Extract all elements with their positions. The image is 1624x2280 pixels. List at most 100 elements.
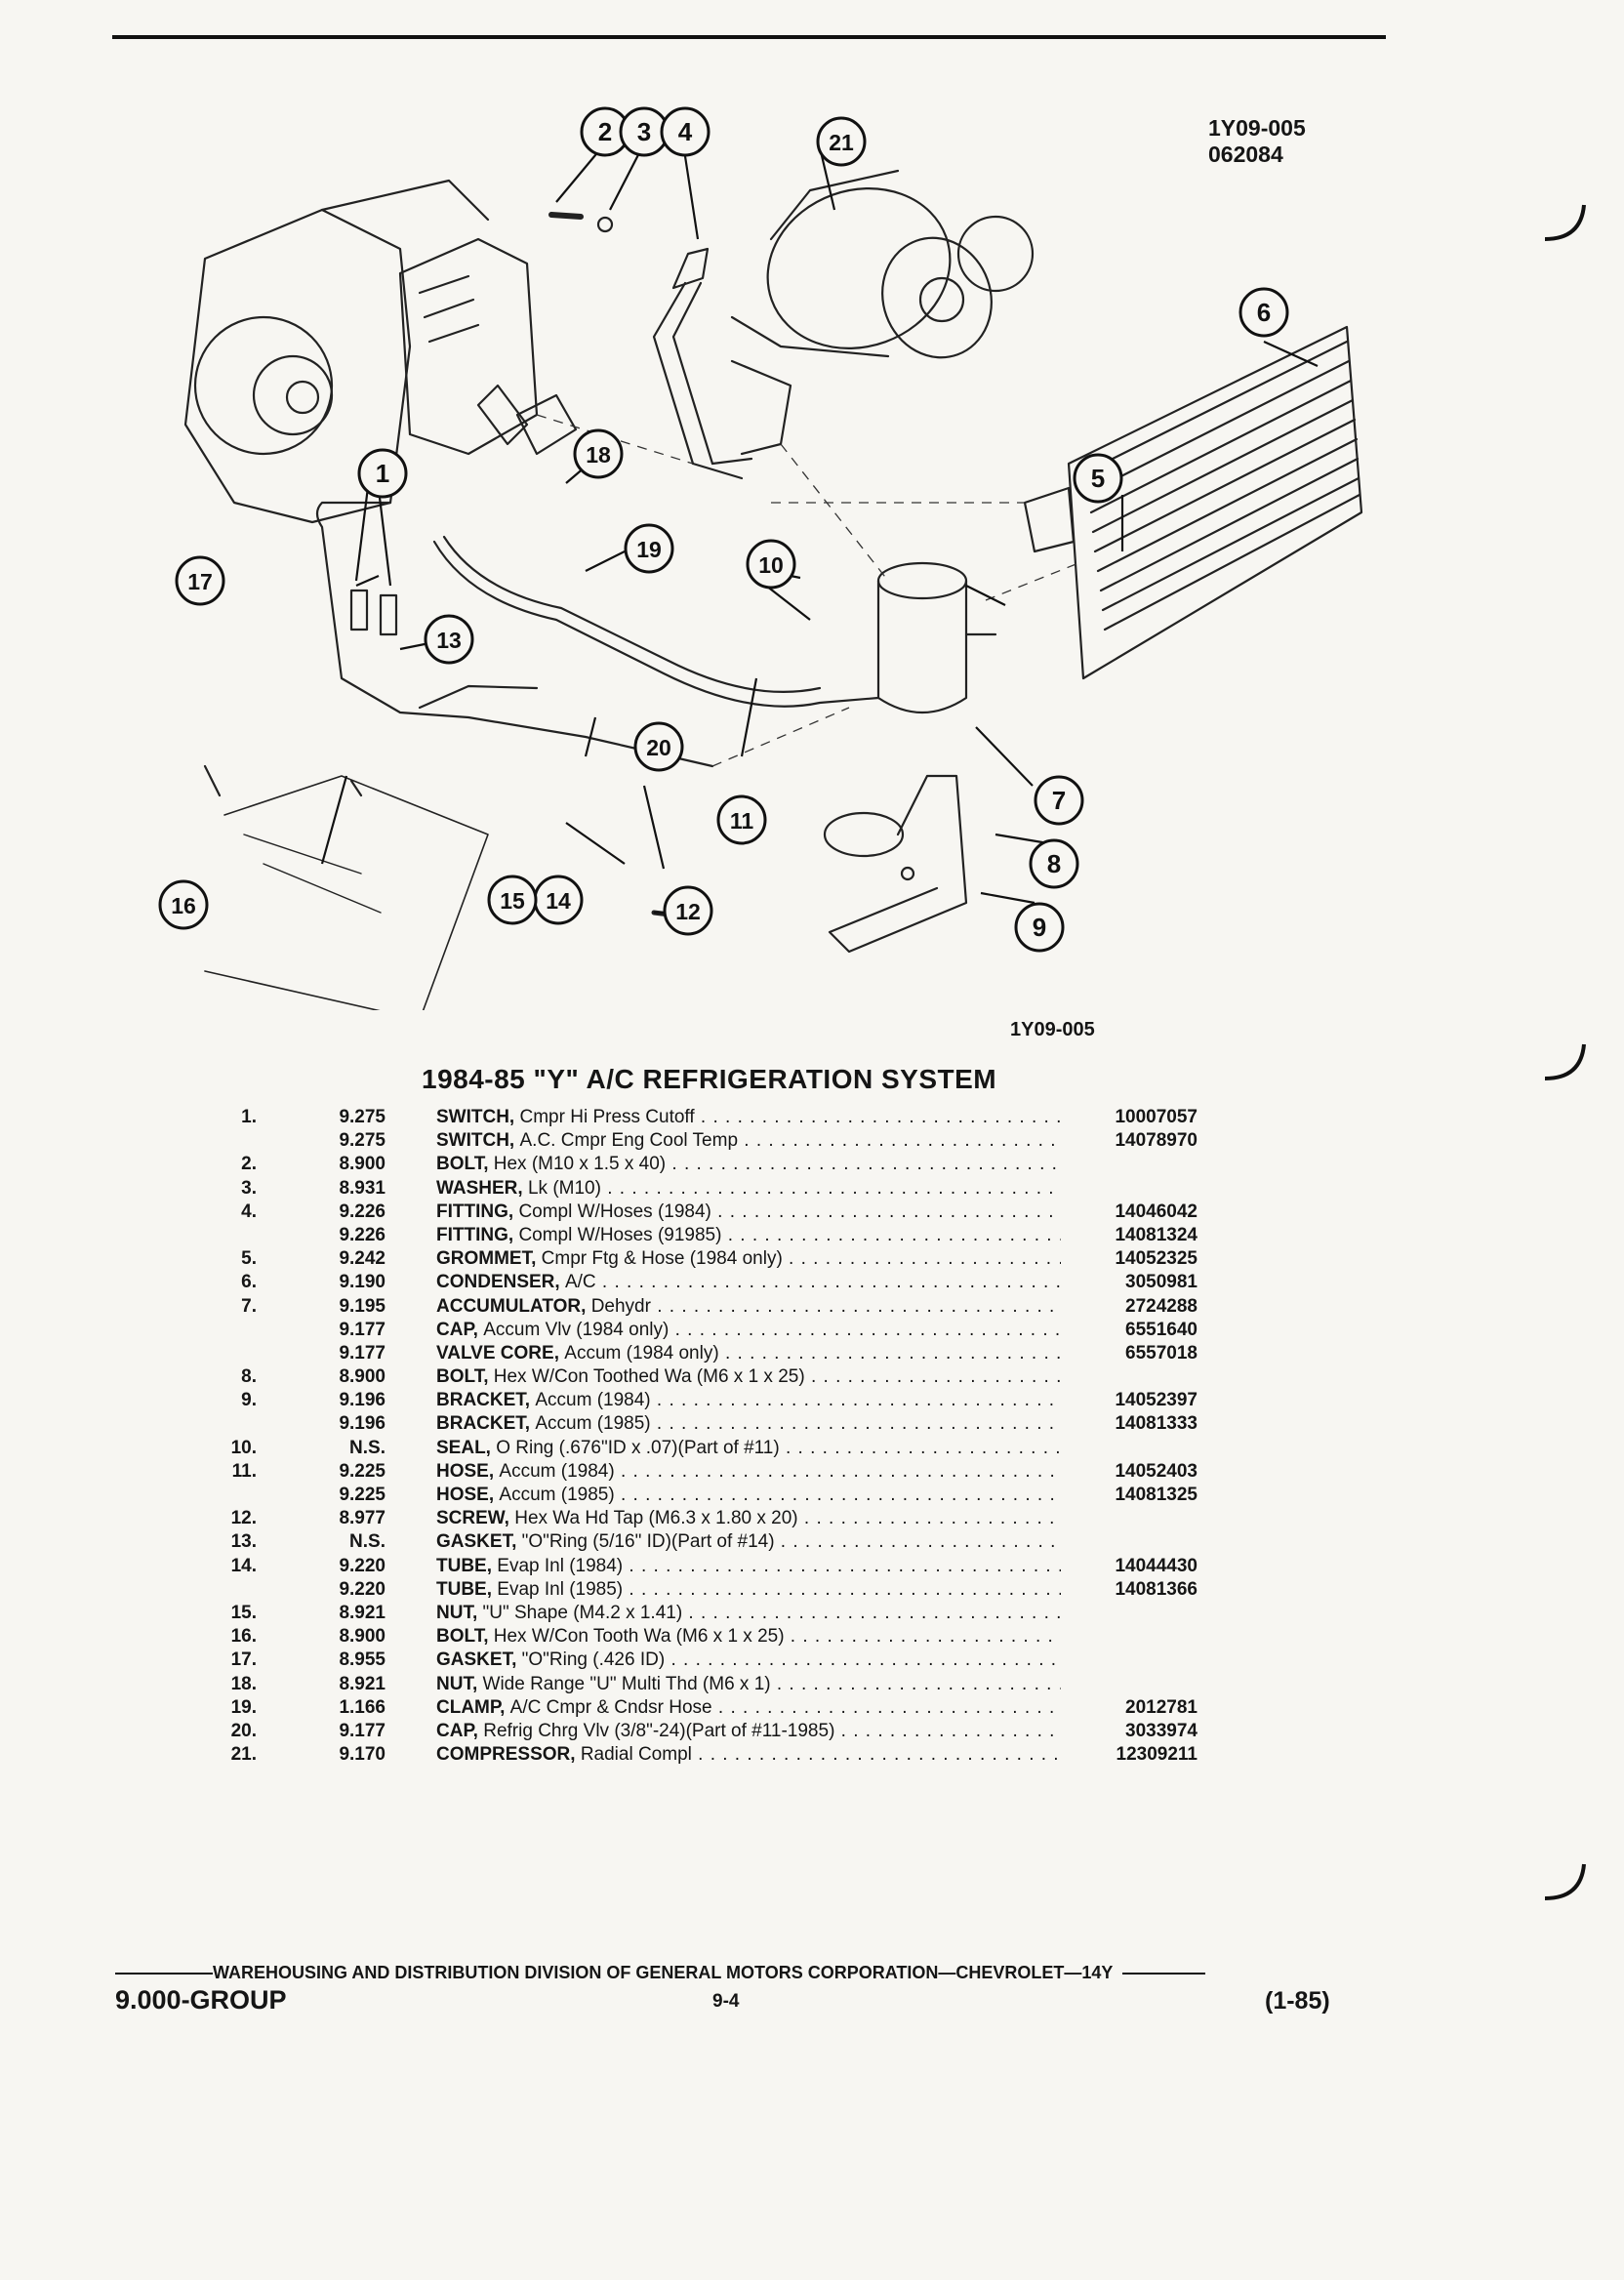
part-number: 14052403 — [1075, 1459, 1198, 1484]
part-detail: Hex W/Con Tooth Wa (M6 x 1 x 25) — [493, 1626, 785, 1648]
part-description: BOLT, Hex (M10 x 1.5 x 40) — [436, 1153, 1061, 1176]
callout-circle — [1014, 902, 1065, 953]
item-number: 5. — [241, 1248, 257, 1270]
callout-number: 11 — [730, 808, 754, 834]
part-detail: Compl W/Hoses (1984) — [518, 1201, 711, 1222]
part-detail: Accum Vlv (1984 only) — [483, 1319, 670, 1340]
part-number: 2012781 — [1075, 1695, 1198, 1720]
part-number: 14052397 — [1075, 1389, 1198, 1413]
group-number: 9.220 — [339, 1578, 386, 1600]
item-number: 4. — [241, 1201, 257, 1222]
group-number: 9.242 — [339, 1248, 386, 1270]
part-number: 3050981 — [1075, 1271, 1198, 1295]
group-number: N.S. — [349, 1437, 386, 1458]
group-number: 9.170 — [339, 1744, 386, 1766]
callout-number: 2 — [598, 117, 612, 146]
callout-number: 17 — [187, 569, 213, 594]
part-name: TUBE, — [436, 1578, 492, 1600]
callout-number: 3 — [637, 117, 651, 146]
blower-pulley-outer — [193, 315, 334, 456]
group-number: 9.177 — [339, 1319, 386, 1340]
group-number: 9.225 — [339, 1485, 386, 1505]
item-number: 15. — [230, 1602, 257, 1623]
part-name: TUBE, — [436, 1555, 492, 1576]
part-description: BOLT, Hex W/Con Tooth Wa (M6 x 1 x 25) — [436, 1625, 1061, 1649]
item-number: 13. — [230, 1531, 257, 1553]
part-detail: A.C. Cmpr Eng Cool Temp — [519, 1130, 739, 1152]
item-number: 16. — [230, 1626, 257, 1648]
callout-10: 10 — [746, 539, 796, 590]
part-description: TUBE, Evap Inl (1985) — [436, 1578, 1061, 1602]
part-name: GASKET, — [436, 1531, 517, 1553]
group-number: 9.190 — [339, 1272, 386, 1293]
callout-number: 7 — [1052, 786, 1066, 815]
part-detail: "O"Ring (.426 ID) — [521, 1649, 666, 1671]
part-description: GROMMET, Cmpr Ftg & Hose (1984 only) — [436, 1247, 1061, 1271]
group-number: 8.900 — [339, 1154, 386, 1175]
item-number: 21. — [230, 1744, 257, 1766]
group-number: 9.177 — [339, 1342, 386, 1364]
part-detail: Cmpr Ftg & Hose (1984 only) — [541, 1248, 783, 1270]
part-description: SCREW, Hex Wa Hd Tap (M6.3 x 1.80 x 20) — [436, 1507, 1061, 1530]
condenser — [1067, 325, 1363, 680]
item-number: 2. — [241, 1154, 257, 1175]
part-name: CAP, — [436, 1319, 478, 1340]
compressor-pulley — [956, 215, 1035, 293]
callout-20: 20 — [633, 721, 684, 772]
part-description: COMPRESSOR, Radial Compl — [436, 1743, 1061, 1767]
item-number: 6. — [241, 1272, 257, 1293]
parts-row: 2. 8.900 BOLT, Hex (M10 x 1.5 x 40) — [200, 1153, 1244, 1176]
top-rule — [112, 35, 1386, 39]
item-number: 3. — [241, 1177, 257, 1199]
part-name: COMPRESSOR, — [436, 1744, 576, 1766]
callout-9: 9 — [1014, 902, 1065, 953]
part-description: HOSE, Accum (1985) — [436, 1484, 1061, 1507]
evaporator-module — [398, 237, 539, 456]
figure-code-bottom: 1Y09-005 — [1010, 1019, 1095, 1040]
part-detail: Hex (M10 x 1.5 x 40) — [493, 1154, 667, 1175]
part-name: WASHER, — [436, 1177, 523, 1199]
callout-circle — [816, 116, 867, 167]
footer-revision: (1-85) — [1265, 1987, 1330, 2015]
callout-number: 15 — [500, 888, 525, 914]
group-number: 9.226 — [339, 1224, 386, 1245]
group-number: 9.195 — [339, 1295, 386, 1317]
fitting-hoses — [671, 247, 710, 290]
part-detail: Accum (1985) — [535, 1413, 651, 1435]
group-number: 9.226 — [339, 1201, 386, 1222]
callout-number: 10 — [758, 552, 784, 578]
part-name: CAP, — [436, 1720, 478, 1741]
callout-16: 16 — [158, 879, 209, 930]
part-name: ACCUMULATOR, — [436, 1295, 587, 1317]
group-number: 8.921 — [339, 1602, 386, 1623]
callout-circle — [1029, 838, 1079, 889]
part-description: FITTING, Compl W/Hoses (1984) — [436, 1201, 1061, 1224]
part-number: 14081324 — [1075, 1223, 1198, 1247]
part-number: 14044430 — [1075, 1554, 1198, 1578]
part-detail: Dehydr — [590, 1295, 651, 1317]
part-number: 14052325 — [1075, 1247, 1198, 1272]
part-description: BOLT, Hex W/Con Toothed Wa (M6 x 1 x 25) — [436, 1365, 1061, 1389]
group-number: 9.225 — [339, 1460, 386, 1482]
item-number: 20. — [230, 1720, 257, 1741]
part-name: BOLT, — [436, 1154, 489, 1175]
footer-group: 9.000-GROUP — [115, 1985, 287, 2015]
accumulator-bracket-ring — [823, 811, 905, 858]
part-description: BRACKET, Accum (1985) — [436, 1412, 1061, 1436]
figure-code: 1Y09-005 — [1208, 115, 1306, 141]
part-number: 14081325 — [1075, 1484, 1198, 1507]
item-number: 8. — [241, 1366, 257, 1388]
callout-number: 20 — [646, 735, 671, 760]
callout-6: 6 — [1238, 287, 1289, 338]
